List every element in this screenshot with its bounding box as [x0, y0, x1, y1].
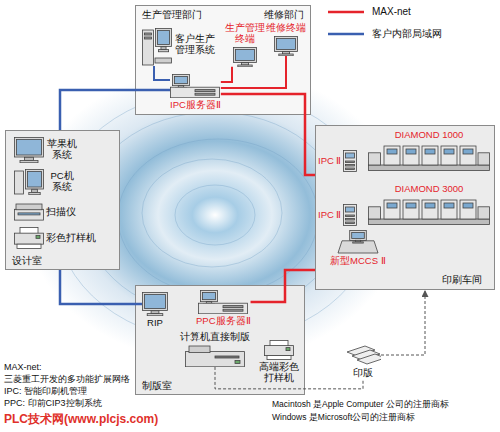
- network-link: [221, 56, 286, 88]
- network-link: [251, 270, 315, 302]
- plates-icon: [345, 344, 381, 366]
- network-link: [221, 94, 315, 175]
- plate-flow-arrow: [215, 367, 363, 389]
- device-node: 扫描仪: [14, 203, 76, 221]
- device-node: IPC Ⅱ: [318, 150, 357, 172]
- legend-line-sample: [328, 8, 364, 16]
- device-node: 新型MCCS Ⅱ: [330, 230, 386, 267]
- legend-entry: MAX-net: [328, 6, 411, 18]
- device-label: 客户生产管理系统: [174, 34, 216, 56]
- device-node: PPC服务器Ⅱ: [196, 290, 251, 327]
- network-link: [60, 270, 142, 304]
- device-node: 客户生产管理系统: [142, 24, 216, 66]
- device-node: 印版: [345, 344, 381, 379]
- cabinet-icon: [343, 204, 357, 226]
- room-heading: 制版室: [142, 380, 172, 392]
- room-heading: 生产管理部门: [142, 9, 202, 21]
- room-heading: 印刷车间: [442, 274, 482, 286]
- device-label: DIAMOND 1000: [395, 130, 464, 141]
- network-link: [154, 66, 170, 80]
- server-icon: [170, 74, 220, 98]
- note-text: 三菱重工开发的多功能扩展网络: [4, 374, 130, 384]
- device-node: RIP: [142, 292, 168, 329]
- device-label: IPC服务器Ⅱ: [170, 100, 221, 111]
- device-label: 扫描仪: [46, 207, 76, 218]
- monitor-icon: [142, 292, 168, 316]
- device-node: IPC Ⅱ: [318, 204, 357, 226]
- room-panel: 印刷车间 IPC Ⅱ DIAMOND 1000IPC Ⅱ DIAMOND 3000 新型…: [315, 125, 495, 290]
- scanner-icon: [14, 203, 44, 221]
- device-node: IPC服务器Ⅱ: [170, 74, 221, 111]
- room-panel: 制版室 RIP PPC服务器Ⅱ 计算机直接制版高端彩色打样机: [135, 285, 305, 395]
- server-icon: [198, 290, 248, 314]
- setter-icon: [185, 345, 245, 367]
- device-node: DIAMOND 1000: [368, 130, 490, 171]
- printer-icon: [14, 227, 44, 249]
- device-node: 计算机直接制版: [180, 332, 250, 367]
- device-label: 高端彩色打样机: [258, 362, 300, 384]
- device-label: 计算机直接制版: [180, 332, 250, 343]
- device-node: 苹果机系统: [14, 137, 78, 163]
- note-text: Macintosh 是Apple Computer 公司的注册商标: [272, 400, 449, 410]
- room-heading: 维修部门: [264, 9, 304, 21]
- network-link: [60, 90, 170, 130]
- device-node: 维修终端: [266, 23, 306, 56]
- device-label: PC机系统: [46, 171, 78, 193]
- device-label: RIP: [147, 318, 163, 329]
- device-label: PPC服务器Ⅱ: [196, 316, 251, 327]
- monitor-icon: [274, 36, 298, 56]
- monitor-icon: [14, 137, 44, 163]
- legend-entry: 客户内部局域网: [328, 28, 442, 40]
- device-node: 高端彩色打样机: [258, 340, 300, 384]
- pc2-icon: [14, 169, 44, 195]
- watermark: PLC技术网(www.plcjs.com): [4, 413, 158, 427]
- device-label: 维修终端: [266, 23, 306, 34]
- device-label: 苹果机系统: [46, 139, 78, 161]
- device-label: IPC Ⅱ: [318, 210, 341, 221]
- note-text: PPC: 印前CIP3控制系统: [4, 398, 102, 408]
- device-label: IPC Ⅱ: [318, 156, 341, 167]
- note-text: Windows 是Microsoft公司的注册商标: [272, 413, 415, 423]
- device-label: 印版: [353, 368, 373, 379]
- note-text: IPC: 智能印刷机管理: [4, 386, 87, 396]
- device-node: PC机系统: [14, 169, 78, 195]
- device-label: 生产管理终端: [224, 23, 266, 45]
- plate-flow-arrow: [381, 290, 425, 355]
- device-label: 新型MCCS Ⅱ: [330, 256, 386, 267]
- room-panel: 生产管理部门 维修部门客户生产管理系统生产管理终端维修终端 IPC服务器Ⅱ: [135, 5, 311, 115]
- monitor-icon: [233, 47, 257, 67]
- room-panel: 设计室 苹果机系统 PC机系统扫描仪彩色打样机: [5, 130, 120, 270]
- device-node: 彩色打样机: [14, 227, 96, 249]
- note-text: MAX-net:: [4, 362, 42, 372]
- legend-text: MAX-net: [372, 6, 411, 18]
- cabinet-icon: [343, 150, 357, 172]
- device-label: DIAMOND 3000: [395, 184, 464, 195]
- device-node: DIAMOND 3000: [368, 184, 490, 225]
- network-link: [221, 67, 232, 82]
- device-node: 生产管理终端: [224, 23, 266, 67]
- device-label: 彩色打样机: [46, 233, 96, 244]
- legend-text: 客户内部局域网: [372, 28, 442, 40]
- pc-icon: [142, 24, 172, 66]
- room-heading: 设计室: [12, 255, 42, 267]
- printer-icon: [264, 340, 294, 360]
- legend-line-sample: [328, 30, 364, 38]
- press-icon: [368, 197, 490, 225]
- press-icon: [368, 143, 490, 171]
- console-icon: [336, 230, 380, 254]
